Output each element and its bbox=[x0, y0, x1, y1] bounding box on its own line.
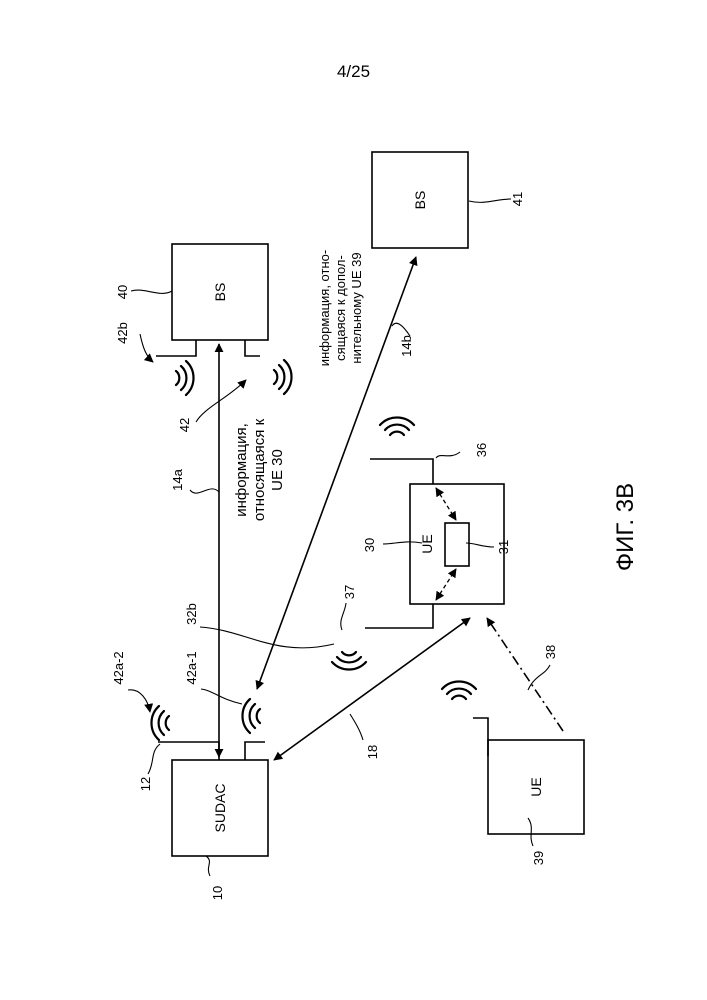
link-14b-text-line-2: сящаяся к допол- bbox=[333, 255, 348, 361]
ref-32b: 32b bbox=[184, 603, 199, 625]
ref-40: 40 bbox=[115, 285, 130, 299]
leader-42b bbox=[140, 334, 153, 362]
link-18-arrow bbox=[274, 618, 470, 760]
bs40-antenna-right bbox=[245, 340, 260, 356]
sudac-antenna-left bbox=[158, 742, 219, 760]
leader-42 bbox=[196, 380, 246, 422]
ref-42a-2: 42a-2 bbox=[111, 651, 126, 684]
ref-37: 37 bbox=[342, 585, 357, 599]
ref-38: 38 bbox=[543, 645, 558, 659]
ref-41: 41 bbox=[510, 192, 525, 206]
ref-14a: 14a bbox=[170, 468, 185, 490]
link-14a-text-line-2: относящаяся к bbox=[251, 418, 268, 521]
ref-14b: 14b bbox=[399, 335, 414, 357]
wave-36-icon bbox=[380, 417, 414, 435]
ue30-inner-component bbox=[445, 523, 469, 566]
wave-42b-icon bbox=[176, 361, 194, 395]
ref-36: 36 bbox=[474, 443, 489, 457]
bs40-antenna-left bbox=[156, 340, 196, 356]
leader-18 bbox=[350, 714, 363, 740]
leader-32b bbox=[200, 627, 334, 648]
leader-12 bbox=[148, 744, 160, 774]
leader-30 bbox=[383, 542, 422, 544]
ref-39: 39 bbox=[531, 851, 546, 865]
ref-42a-1: 42a-1 bbox=[184, 651, 199, 684]
leader-31 bbox=[466, 543, 494, 547]
sudac-antenna-right bbox=[245, 742, 265, 760]
link-14b-text-line-1: информация, отно- bbox=[317, 250, 332, 366]
leader-40 bbox=[131, 290, 172, 293]
leader-42a-1 bbox=[201, 689, 242, 704]
ref-31: 31 bbox=[496, 540, 511, 554]
link-14a-text-line-3: UE 30 bbox=[269, 449, 286, 491]
wave-42a-2-icon bbox=[151, 706, 169, 740]
leader-38 bbox=[528, 665, 550, 690]
wave-37-icon bbox=[332, 652, 366, 670]
ue39-label: UE bbox=[528, 777, 544, 796]
wave-42-icon bbox=[274, 360, 292, 394]
leader-10 bbox=[206, 856, 210, 876]
wave-ue39-icon bbox=[442, 681, 476, 699]
ue30-internal-link-bottom bbox=[436, 569, 456, 600]
leader-14b bbox=[392, 323, 410, 336]
leader-37 bbox=[341, 603, 346, 630]
ref-42b: 42b bbox=[115, 322, 130, 344]
ue30-antenna-top bbox=[370, 459, 433, 484]
bs41-label: BS bbox=[412, 191, 428, 210]
link-14b-text-line-3: нительному UE 39 bbox=[349, 252, 364, 363]
ref-18: 18 bbox=[365, 745, 380, 759]
ue30-internal-link-top bbox=[436, 488, 456, 520]
ue30-label: UE bbox=[419, 534, 435, 553]
leader-36 bbox=[436, 452, 460, 458]
bs40-label: BS bbox=[212, 283, 228, 302]
link-38-dashed-arrow bbox=[487, 618, 563, 731]
ref-10: 10 bbox=[210, 886, 225, 900]
ref-42: 42 bbox=[177, 418, 192, 432]
ref-30: 30 bbox=[362, 538, 377, 552]
ref-12: 12 bbox=[138, 777, 153, 791]
leader-14a bbox=[190, 489, 219, 493]
leader-41 bbox=[469, 199, 511, 202]
ue39-antenna bbox=[473, 718, 488, 756]
leader-39 bbox=[528, 818, 533, 846]
leader-42a-2 bbox=[128, 690, 150, 712]
figure-caption: ФИГ. 3В bbox=[612, 483, 639, 571]
ue30-antenna-bottom bbox=[365, 604, 433, 628]
wave-42a-1-icon bbox=[242, 699, 260, 733]
sudac-label: SUDAC bbox=[212, 783, 228, 832]
link-14a-text-line-1: информация, bbox=[233, 423, 250, 517]
